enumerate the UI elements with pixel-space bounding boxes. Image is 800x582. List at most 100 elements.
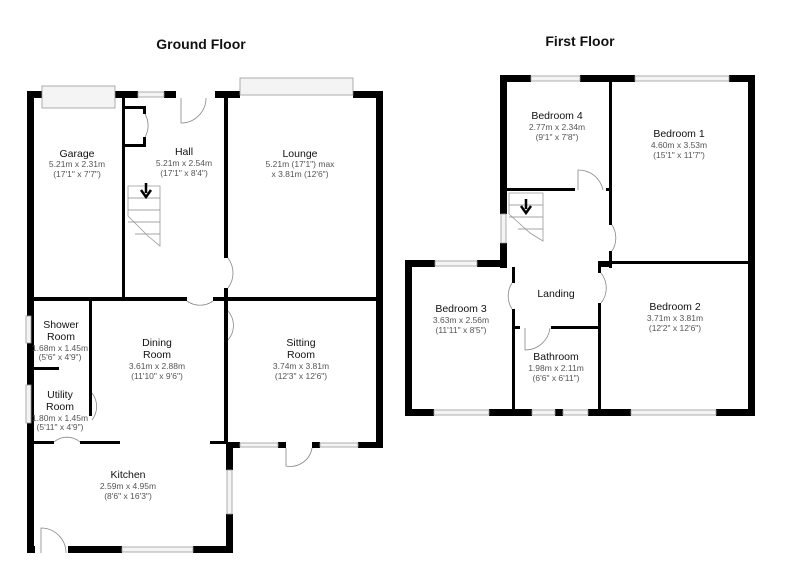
wall [210,441,228,444]
room-bedroom-4: Bedroom 4 2.77m x 2.34m (9'1" x 7'8") [529,110,585,142]
wall [115,91,138,98]
door-swing [227,257,234,289]
room-label: 2.59m x 4.95m [100,481,156,491]
wall [748,75,755,416]
door-swing [285,447,313,467]
room-label: Room [287,349,315,361]
wall [489,409,532,416]
wall [507,188,575,191]
room-bedroom-3: Bedroom 3 3.63m x 2.56m (11'11" x 8'5") [433,303,489,335]
room-label: (6'6" x 6'11") [533,373,580,383]
wall [193,546,233,553]
wall [500,75,507,214]
room-lounge: Lounge 5.21m (17'1") max x 3.81m (12'6") [266,148,336,179]
wall [598,261,612,267]
stairs-down-arrow-icon [519,199,533,216]
staircase [508,192,544,242]
wall [27,546,35,553]
room-label: Lounge [282,148,317,160]
wall [606,188,610,191]
wall [729,75,755,82]
window [25,384,32,424]
wall [34,367,59,370]
door-swing [227,310,234,341]
room-label: Room [47,331,75,343]
door-swing [40,527,67,554]
door-swing [186,300,214,306]
window [630,409,717,416]
room-utility-room: Utility Room 1.80m x 1.45m (5'11" x 4'9"… [32,389,88,432]
wall [512,267,515,283]
wall [598,261,601,273]
room-label: Garage [59,148,94,160]
room-label: Utility [47,389,73,401]
door-swing [180,97,207,124]
wall [125,106,145,109]
room-label: (12'2" x 12'6") [649,323,701,333]
room-label: Bathroom [533,351,579,363]
wall [226,514,233,553]
door-swing [577,169,604,191]
wall [555,409,563,416]
wall [224,288,228,441]
room-label: Kitchen [110,469,145,481]
room-bedroom-1: Bedroom 1 4.60m x 3.53m (15'1" x 11'7") [651,128,707,160]
wall [716,409,755,416]
room-label: 3.74m x 3.81m [273,361,329,371]
room-label: Bedroom 2 [649,301,701,313]
window [500,213,507,244]
window [433,409,490,416]
window [239,442,279,448]
window [239,77,354,96]
staircase [127,183,161,247]
wall [27,91,42,98]
first-floor-plan: Bedroom 4 2.77m x 2.34m (9'1" x 7'8") Be… [405,75,755,416]
room-label: (11'10" x 9'6") [131,371,183,381]
room-label: 5.21m (17'1") max [266,159,336,169]
window [531,409,556,416]
door-swing [524,327,551,351]
room-label: 1.80m x 1.45m [32,413,88,423]
window [562,409,589,416]
room-label: 3.71m x 3.81m [647,313,703,323]
room-garage: Garage 5.21m x 2.31m (17'1" x 7'7") [49,148,105,179]
wall [312,442,320,448]
window [121,546,194,553]
room-bedroom-2: Bedroom 2 3.71m x 3.81m (12'2" x 12'6") [647,301,703,333]
stairs-down-arrow-icon [139,183,153,200]
wall [358,442,383,448]
room-bathroom: Bathroom 1.98m x 2.11m (6'6" x 6'11") [528,351,584,383]
room-label: (11'11" x 8'5") [435,325,486,335]
room-label: (15'1" x 11'7") [653,150,705,160]
room-sitting-room: Sitting Room 3.74m x 3.81m (12'3" x 12'6… [273,337,329,381]
first-floor-title: First Floor [545,33,615,49]
wall [278,442,286,448]
wall [80,441,120,444]
ground-floor-plan: Garage 5.21m x 2.31m (17'1" x 7'7") Hall… [25,77,383,554]
window [319,442,359,448]
room-label: 3.61m x 2.88m [129,361,185,371]
room-hall: Hall 5.21m x 2.54m (17'1" x 8'4") [156,146,212,178]
wall [68,546,122,553]
room-label: Room [46,401,74,413]
room-label: Dining [142,337,172,349]
room-label: (17'1" x 7'7") [53,169,101,179]
room-label: (12'3" x 12'6") [275,371,327,381]
wall [500,75,531,82]
room-label: 4.60m x 3.53m [651,140,707,150]
window [137,91,165,98]
wall [27,297,187,301]
wall [598,303,601,413]
wall [213,297,383,301]
room-label: 5.21m x 2.54m [156,158,212,168]
door-swing [507,282,513,310]
wall [164,91,176,98]
room-landing: Landing [537,288,575,300]
door-swing [53,436,81,443]
room-label: 1.68m x 1.45m [32,343,88,353]
window [530,75,581,82]
room-label: x 3.81m (12'6") [271,169,328,179]
window [41,85,116,109]
room-label: 5.21m x 2.31m [49,159,105,169]
